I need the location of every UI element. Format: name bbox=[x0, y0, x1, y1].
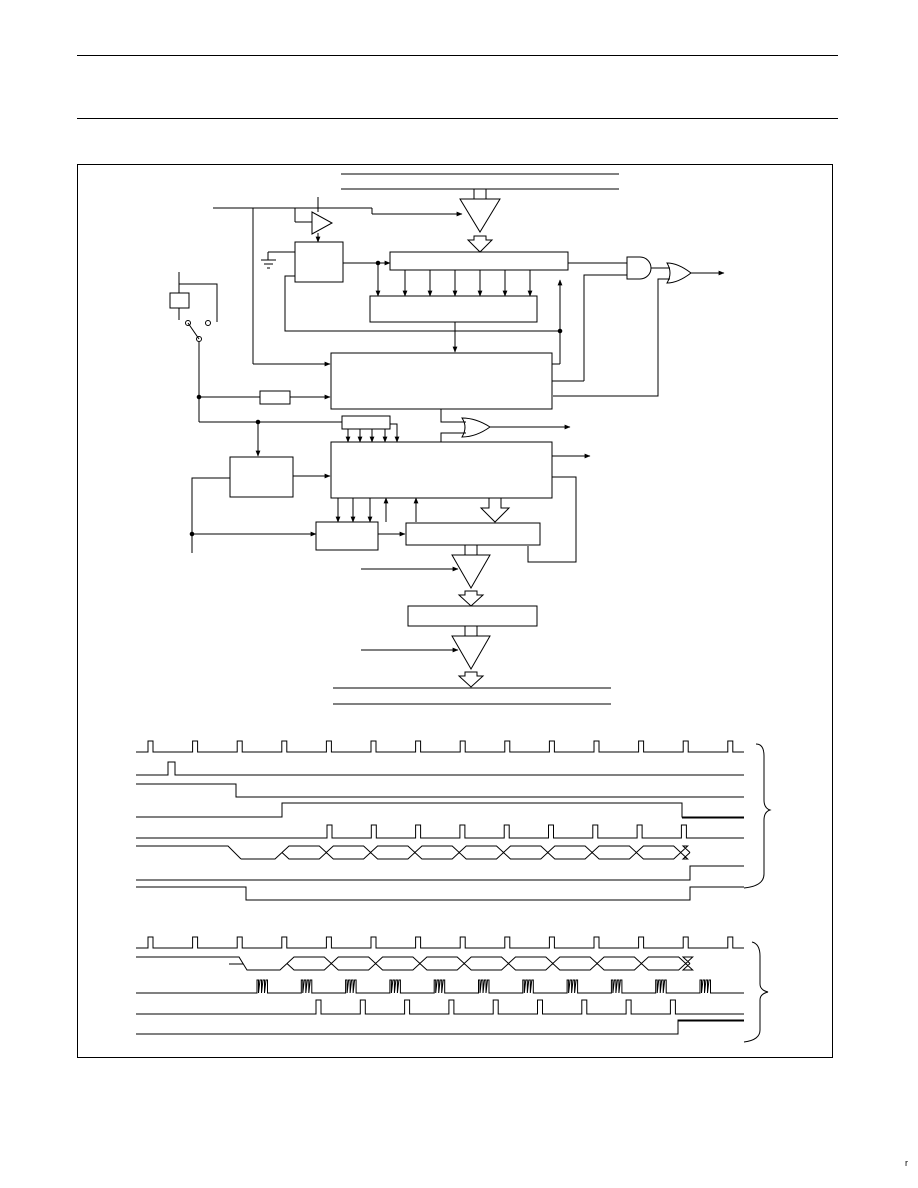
timer-block bbox=[229, 456, 294, 498]
timing1-data-entry bbox=[241, 852, 283, 860]
timing2-data-top bbox=[286, 956, 694, 965]
timing2-strobe bbox=[136, 999, 744, 1015]
timing2-end bbox=[136, 1019, 744, 1035]
figure-frame bbox=[77, 164, 833, 1058]
timing2-burst bbox=[136, 979, 744, 994]
data-latch bbox=[407, 605, 538, 627]
and-gate bbox=[626, 256, 652, 280]
timing1-done bbox=[136, 865, 744, 881]
timing1-enable bbox=[136, 783, 744, 798]
timing2-data-lead bbox=[136, 956, 288, 971]
shift-register-taps bbox=[402, 270, 533, 297]
ground-symbol bbox=[261, 251, 295, 269]
timing1-start-pulse bbox=[136, 761, 744, 776]
or-gate-output bbox=[666, 262, 692, 284]
comparator-amp bbox=[311, 211, 334, 235]
timing1-data-bottom bbox=[281, 851, 691, 860]
series-resistor bbox=[259, 390, 291, 405]
timing1-clock bbox=[136, 740, 744, 753]
timing2-clock bbox=[136, 936, 744, 949]
input-latch bbox=[341, 415, 391, 430]
mode-switch bbox=[169, 272, 218, 422]
timing1-data-top bbox=[281, 845, 691, 854]
or-gate-status bbox=[461, 417, 491, 438]
parallel-register bbox=[369, 295, 538, 323]
timing-diagrams bbox=[136, 740, 772, 1043]
timing1-sample-clock bbox=[136, 824, 744, 839]
output-register bbox=[405, 522, 541, 546]
input-line bbox=[213, 197, 463, 367]
timing2-data-bottom bbox=[286, 962, 694, 971]
control-block-lower bbox=[330, 441, 553, 499]
header-top-rule bbox=[77, 55, 838, 56]
clock-block bbox=[294, 241, 344, 283]
timing1-data-lead bbox=[136, 845, 242, 860]
top-data-bus bbox=[341, 173, 619, 190]
shift-register bbox=[389, 251, 569, 271]
bottom-data-bus bbox=[333, 687, 611, 705]
counter-block bbox=[315, 521, 379, 551]
timing1-busy bbox=[136, 802, 744, 818]
bus-buffer-top bbox=[459, 188, 501, 253]
timing2-brace bbox=[743, 941, 769, 1043]
clock-feedback-loop bbox=[284, 275, 560, 332]
bus-buffer-bottom bbox=[361, 625, 491, 688]
header-bottom-rule bbox=[77, 118, 838, 119]
timing1-brace bbox=[743, 743, 772, 889]
timing1-ready bbox=[136, 886, 744, 901]
control-block-upper bbox=[330, 352, 553, 410]
page-corner-mark: r bbox=[905, 1158, 908, 1168]
bus-buffer-middle bbox=[361, 544, 491, 607]
